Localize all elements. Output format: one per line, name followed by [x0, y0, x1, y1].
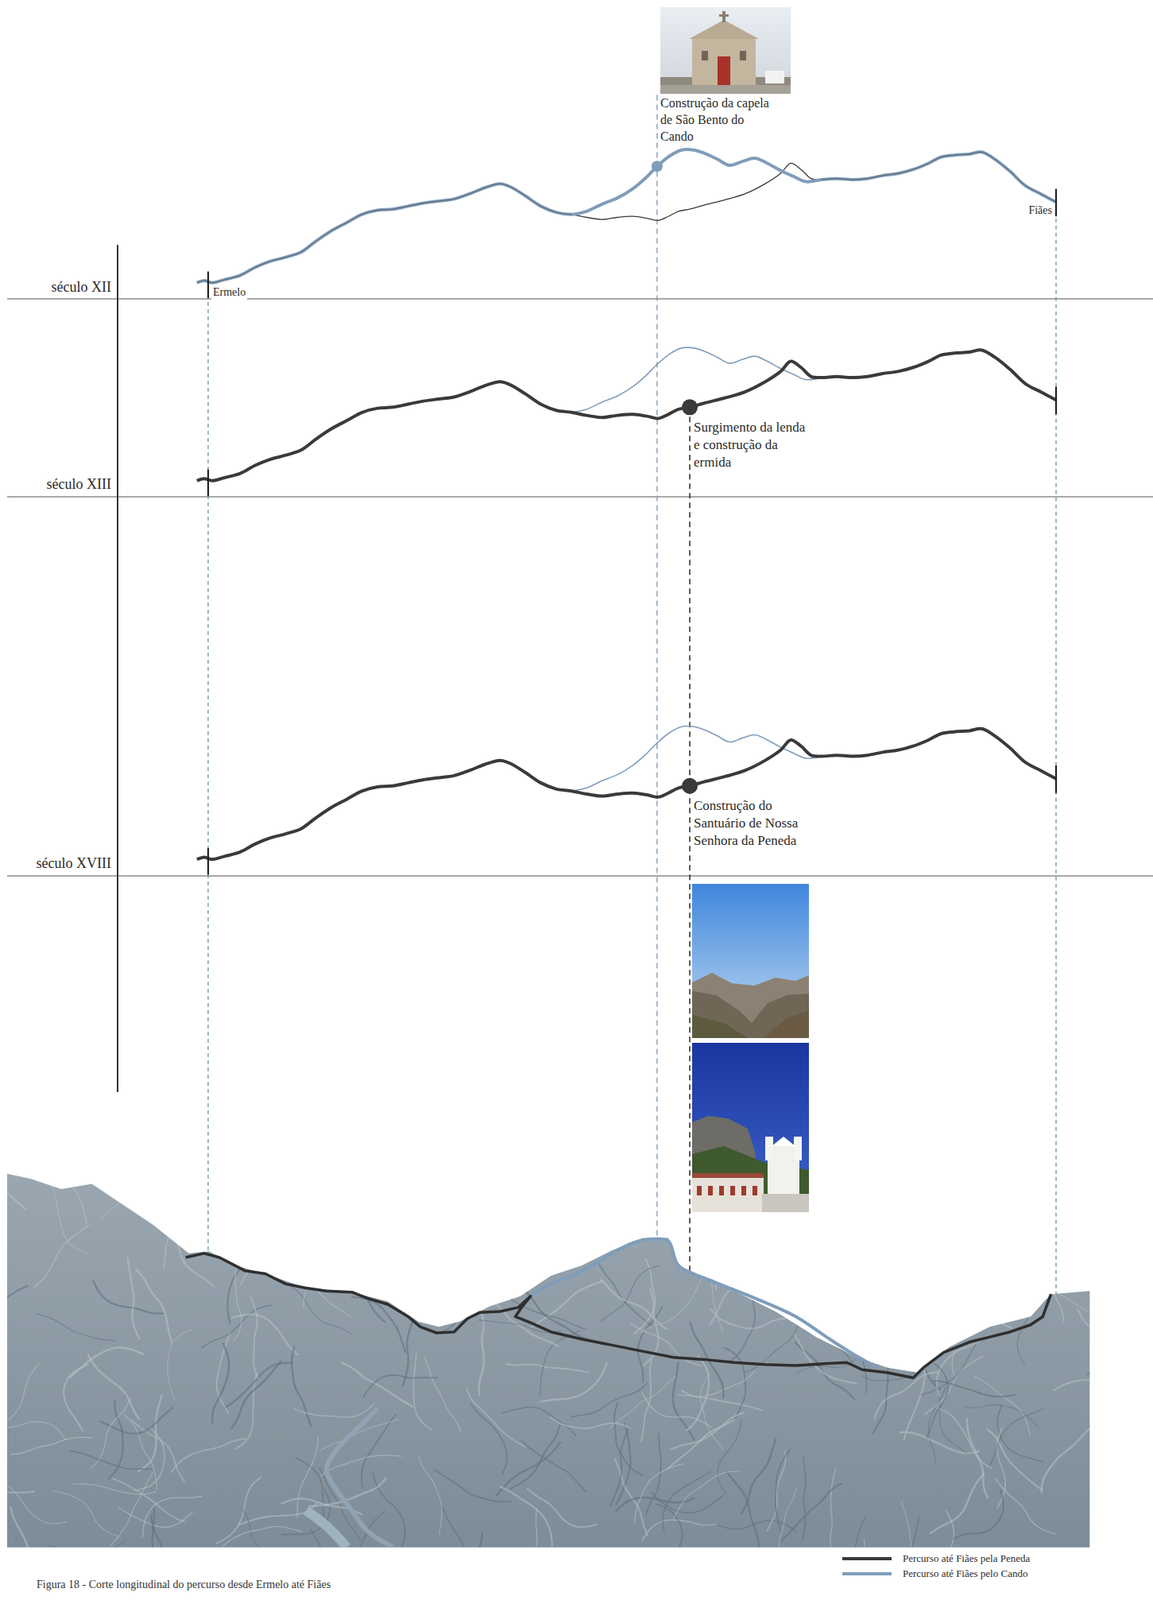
event-note: Construção do Santuário de Nossa Senhora…: [693, 797, 815, 850]
start-tick: [207, 271, 209, 298]
event-note: Surgimento da lenda e construção da ermi…: [693, 418, 815, 472]
legend-entry: Percurso até Fiães pelo Cando: [840, 1566, 1028, 1580]
river: [326, 1408, 393, 1548]
legend-line: [840, 1554, 894, 1563]
peneda-guide: [688, 406, 691, 1357]
century-rule: [7, 297, 1153, 299]
legend-label: Percurso até Fiães pelo Cando: [902, 1566, 1028, 1580]
time-axis: [116, 244, 119, 1092]
legend-label: Percurso até Fiães pela Peneda: [902, 1551, 1030, 1565]
cando-guide: [656, 94, 658, 1238]
peneda-route: [197, 183, 572, 283]
elevation-profile: [197, 347, 1057, 496]
elevation-profile: [197, 726, 1057, 875]
start-tick: [207, 847, 209, 875]
peneda-route: [197, 349, 1057, 481]
peneda-route: [821, 151, 1057, 202]
century-label: século XII: [15, 278, 112, 297]
century-label: século XIII: [15, 475, 112, 494]
end-tick: [1055, 189, 1057, 217]
event-dot: [651, 160, 663, 172]
end-tick: [1055, 765, 1057, 794]
fiaes-guide: [1055, 204, 1057, 1294]
timeline: [7, 94, 1153, 1357]
place-name: Ermelo: [211, 285, 248, 300]
cando-route: [530, 1238, 879, 1368]
figure-caption: Figura 18 - Corte longitudinal do percur…: [36, 1578, 331, 1591]
terrain-map: [0, 1115, 1150, 1600]
ermelo-guide: [207, 287, 209, 1254]
peneda-route: [197, 728, 1057, 860]
chapel-photo: [660, 7, 791, 94]
cando-route: [571, 726, 822, 792]
landscape-photo: [692, 883, 809, 1038]
cando-route: [197, 149, 1057, 283]
legend-entry: Percurso até Fiães pela Peneda: [840, 1551, 1030, 1565]
legend-line: [840, 1569, 894, 1578]
cando-route: [571, 347, 822, 413]
place-name: Fiães: [1005, 203, 1053, 218]
century-label: século XVIII: [11, 854, 112, 873]
century-rule: [7, 874, 1153, 876]
century-rule: [7, 495, 1153, 497]
event-note: Construção da capela de São Bento do Can…: [660, 95, 780, 145]
event-dot: [681, 398, 698, 415]
elevation-profile: [197, 149, 1057, 298]
peneda-route: [185, 1253, 1052, 1378]
end-tick: [1055, 386, 1057, 415]
sanctuary-photo: [692, 1042, 809, 1212]
start-tick: [207, 469, 209, 496]
event-dot: [681, 777, 698, 794]
